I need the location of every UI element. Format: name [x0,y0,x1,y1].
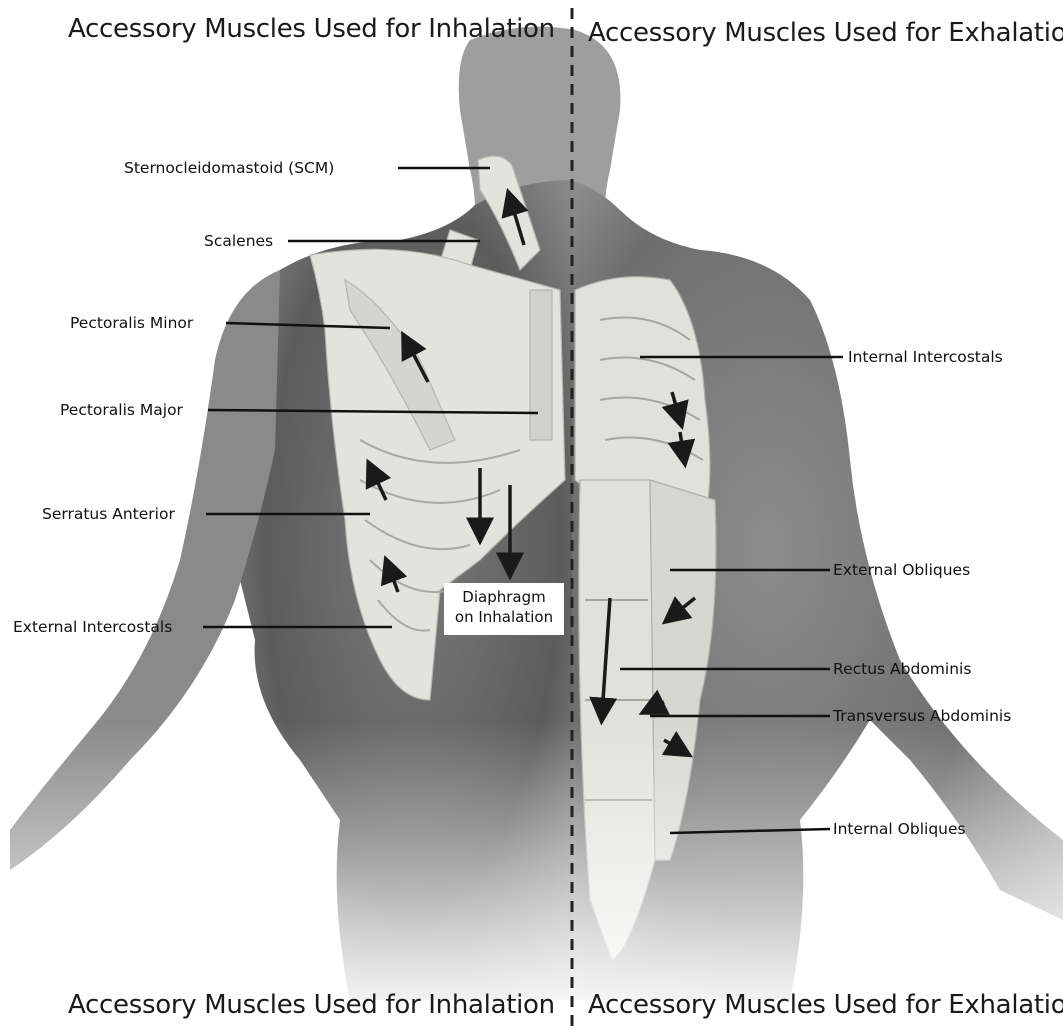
label-internal-intercostals: Internal Intercostals [848,348,1003,366]
diaphragm-note-line1: Diaphragm [444,587,564,607]
label-internal-obliques: Internal Obliques [833,820,966,838]
label-pectoralis-major: Pectoralis Major [60,401,183,419]
title-inhalation-top: Accessory Muscles Used for Inhalation [68,14,555,44]
label-pectoralis-minor: Pectoralis Minor [70,314,193,332]
title-exhalation-bottom: Accessory Muscles Used for Exhalation [588,990,1063,1020]
label-scm: Sternocleidomastoid (SCM) [124,159,334,177]
title-inhalation-bottom: Accessory Muscles Used for Inhalation [68,990,555,1020]
diaphragm-note: Diaphragm on Inhalation [444,583,564,635]
diaphragm-note-line2: on Inhalation [444,607,564,627]
label-transversus-abdominis: Transversus Abdominis [833,707,1011,725]
label-scalenes: Scalenes [204,232,273,250]
label-external-intercostals: External Intercostals [13,618,172,636]
label-external-obliques: External Obliques [833,561,970,579]
title-exhalation-top: Accessory Muscles Used for Exhalation [588,18,1063,48]
label-serratus-anterior: Serratus Anterior [42,505,175,523]
label-rectus-abdominis: Rectus Abdominis [833,660,971,678]
